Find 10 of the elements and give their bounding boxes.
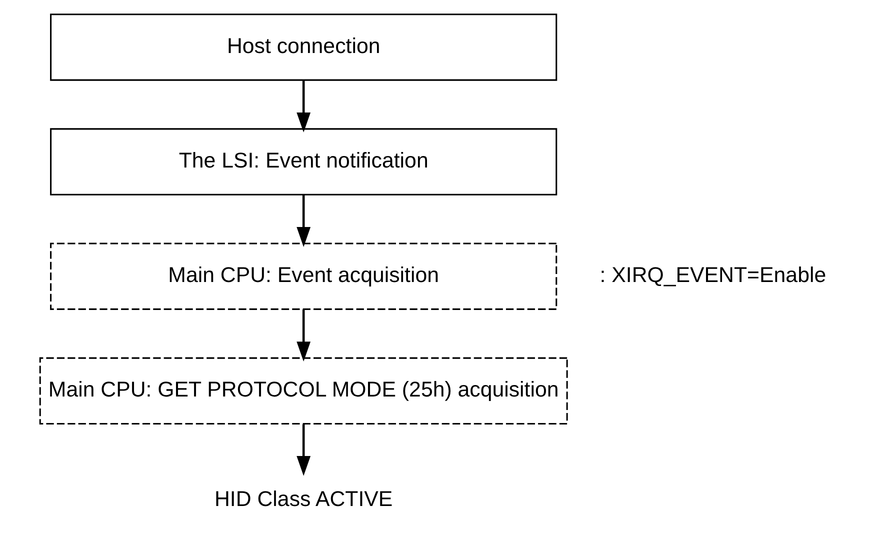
node-text: HID Class ACTIVE bbox=[214, 486, 393, 511]
node-box: The LSI: Event notification bbox=[50, 128, 558, 196]
node-label: : XIRQ_EVENT=Enable bbox=[600, 262, 826, 287]
node-box: Host connection bbox=[50, 14, 558, 81]
arrow bbox=[296, 424, 311, 476]
arrow bbox=[296, 310, 311, 362]
node-box: Main CPU: Event acquisition bbox=[50, 242, 558, 310]
arrow bbox=[296, 80, 311, 132]
arrow bbox=[296, 194, 311, 247]
node-box: Main CPU: GET PROTOCOL MODE (25h) acquisition bbox=[39, 357, 568, 424]
